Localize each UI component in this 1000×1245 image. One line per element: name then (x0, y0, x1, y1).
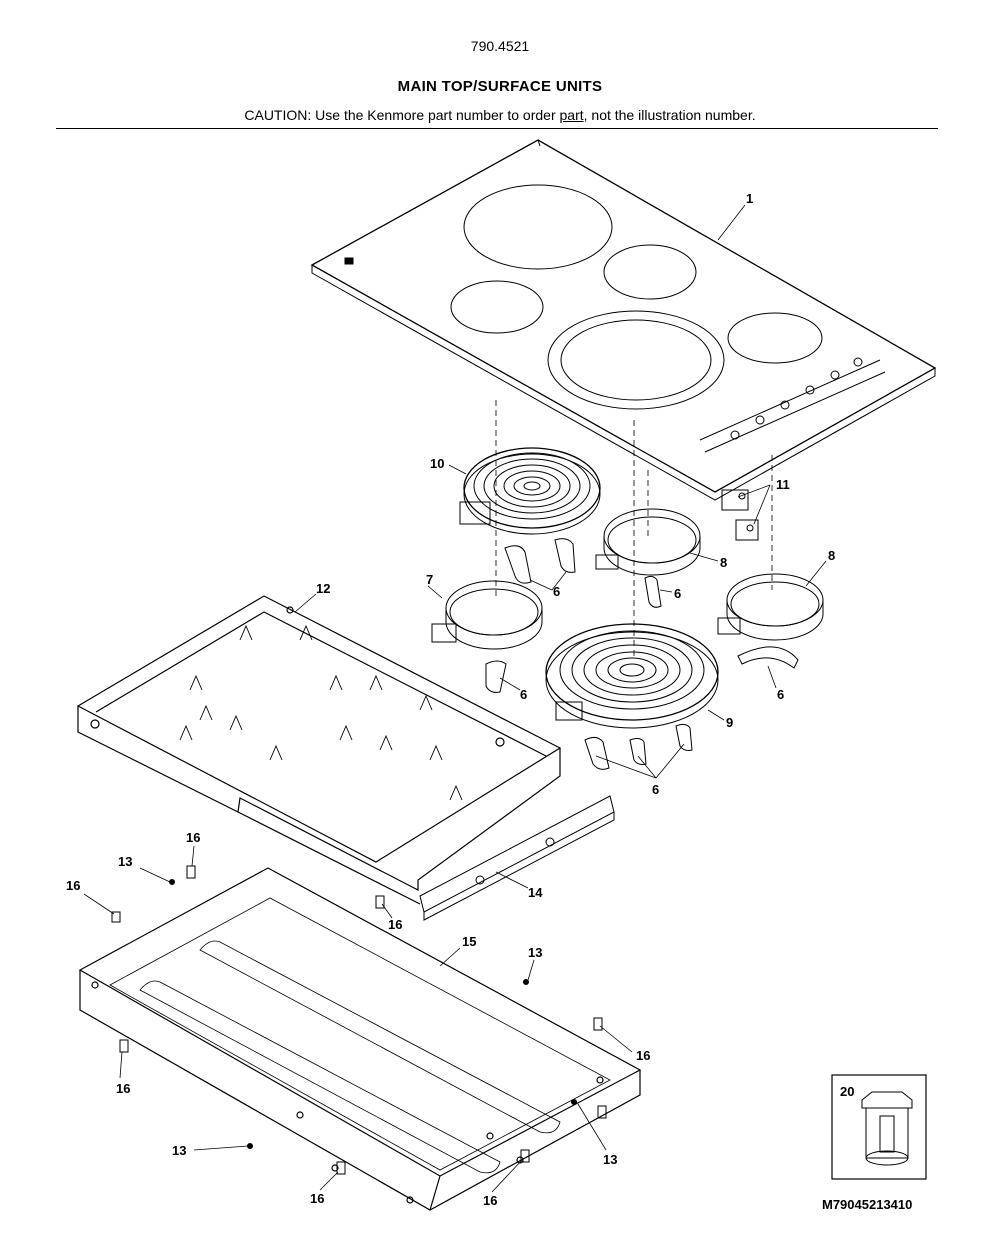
caution-note: CAUTION: Use the Kenmore part number to … (0, 107, 1000, 123)
medium-surface-element-part[interactable] (431, 580, 543, 650)
callout-7: 7 (426, 572, 433, 587)
header-divider (56, 128, 938, 129)
document-number: M79045213410 (822, 1197, 913, 1212)
cooktop-glass-part[interactable] (310, 139, 937, 501)
dual-surface-element-part[interactable] (545, 623, 719, 729)
callout-6-a: 6 (553, 584, 560, 599)
burner-box-part[interactable] (76, 595, 562, 905)
large-surface-element-part[interactable] (459, 447, 601, 535)
callout-13-a: 13 (118, 854, 132, 869)
callout-13-c: 13 (172, 1143, 186, 1158)
callout-6-b: 6 (674, 586, 681, 601)
callout-13-d: 13 (603, 1152, 617, 1167)
leader-lines (83, 204, 827, 1193)
chassis-frame-part[interactable] (78, 867, 642, 1211)
callout-6-e: 6 (652, 782, 659, 797)
caution-prefix: CAUTION: Use the Kenmore part number to … (244, 107, 560, 123)
callout-13-b: 13 (528, 945, 542, 960)
callout-6-c: 6 (520, 687, 527, 702)
callout-11: 11 (776, 477, 790, 492)
callout-16-b: 16 (66, 878, 80, 893)
callout-16-e: 16 (116, 1081, 130, 1096)
callout-16-f: 16 (310, 1191, 324, 1206)
callout-15: 15 (462, 934, 476, 949)
infinite-switches-part[interactable] (721, 489, 759, 541)
callout-12: 12 (316, 581, 330, 596)
callout-16-a: 16 (186, 830, 200, 845)
callout-8-right: 8 (828, 548, 835, 563)
callout-9: 9 (726, 715, 733, 730)
callout-16-c: 16 (388, 917, 402, 932)
callout-8-upper: 8 (720, 555, 727, 570)
callout-16-d: 16 (636, 1048, 650, 1063)
callout-14: 14 (528, 885, 543, 900)
callout-16-g: 16 (483, 1193, 497, 1208)
alignment-lines (495, 400, 773, 660)
knob-inset-box[interactable] (831, 1074, 927, 1180)
callout-20: 20 (840, 1084, 854, 1099)
caution-suffix: , not the illustration number. (583, 107, 756, 123)
screws-and-clips[interactable] (111, 865, 607, 1175)
control-knob-markings (699, 357, 886, 453)
small-surface-element-part-right[interactable] (717, 573, 824, 641)
small-surface-element-part-upper[interactable] (595, 508, 701, 576)
model-number: 790.4521 (470, 38, 530, 54)
caution-link[interactable]: part (559, 107, 584, 123)
front-bracket-part[interactable] (419, 795, 615, 921)
callout-10: 10 (430, 456, 444, 471)
callout-1: 1 (746, 191, 753, 206)
callout-6-d: 6 (777, 687, 784, 702)
element-clips-part[interactable] (485, 538, 799, 770)
page-title: MAIN TOP/SURFACE UNITS (397, 78, 603, 95)
